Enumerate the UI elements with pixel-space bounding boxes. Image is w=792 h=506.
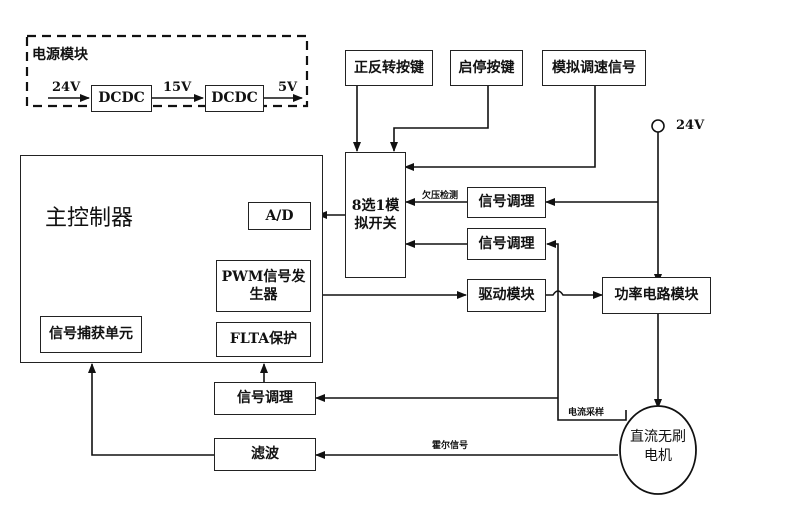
supply-terminal bbox=[651, 119, 665, 133]
power-output-label: 5V bbox=[278, 80, 298, 95]
start-stop-key-block: 启停按键 bbox=[450, 50, 523, 86]
power-module-title: 电源模块 bbox=[32, 47, 88, 63]
power-input-label: 24V bbox=[52, 80, 81, 95]
filter-block: 滤波 bbox=[214, 438, 316, 471]
motor-label-line1: 直流无刷 bbox=[630, 429, 686, 445]
pwm-generator-block: PWM信号发 生器 bbox=[216, 260, 311, 312]
hall-signal-label: 霍尔信号 bbox=[432, 441, 469, 451]
driver-module-block: 驱动模块 bbox=[467, 279, 546, 312]
current-sampling-label: 电流采样 bbox=[568, 408, 605, 418]
driver-to-power bbox=[546, 290, 603, 299]
pwm-label-line2: 生器 bbox=[249, 287, 278, 303]
signal-conditioning-undervoltage: 信号调理 bbox=[467, 187, 546, 218]
arrow-startstop-to-mux bbox=[390, 86, 489, 152]
pwm-label-line1: PWM信号发 bbox=[221, 268, 306, 285]
power-module-border bbox=[25, 34, 309, 108]
dcdc-converter-2: DCDC bbox=[205, 85, 264, 112]
signal-conditioning-current: 信号调理 bbox=[467, 228, 546, 260]
arrow-analog-to-mux bbox=[404, 86, 596, 171]
direction-key-block: 正反转按键 bbox=[345, 50, 433, 86]
filter-to-capture bbox=[88, 363, 214, 456]
mux-8to1-block: 8选1模 拟开关 bbox=[345, 152, 406, 278]
motor-circle bbox=[619, 405, 697, 495]
mux-label-line2: 拟开关 bbox=[354, 216, 397, 232]
undervoltage-label: 欠压检测 bbox=[422, 191, 459, 201]
dcdc-converter-1: DCDC bbox=[91, 85, 152, 112]
motor-label-line2: 电机 bbox=[644, 447, 672, 464]
flta-protection-block: FLTA保护 bbox=[216, 322, 311, 357]
bldc-motor-label: 直流无刷 电机 bbox=[622, 428, 694, 466]
power-circuit-block: 功率电路模块 bbox=[602, 277, 711, 314]
current-sample-line bbox=[546, 240, 627, 421]
supply-label: 24V bbox=[676, 118, 705, 133]
mux-label-line1: 8选1模 bbox=[351, 197, 400, 214]
signal-conditioning-fault: 信号调理 bbox=[214, 382, 316, 415]
ad-converter-block: A/D bbox=[248, 202, 311, 230]
main-controller-title: 主控制器 bbox=[45, 206, 134, 231]
signal-capture-block: 信号捕获单元 bbox=[40, 316, 142, 353]
power-mid-label: 15V bbox=[163, 80, 192, 95]
analog-speed-block: 模拟调速信号 bbox=[542, 50, 646, 86]
